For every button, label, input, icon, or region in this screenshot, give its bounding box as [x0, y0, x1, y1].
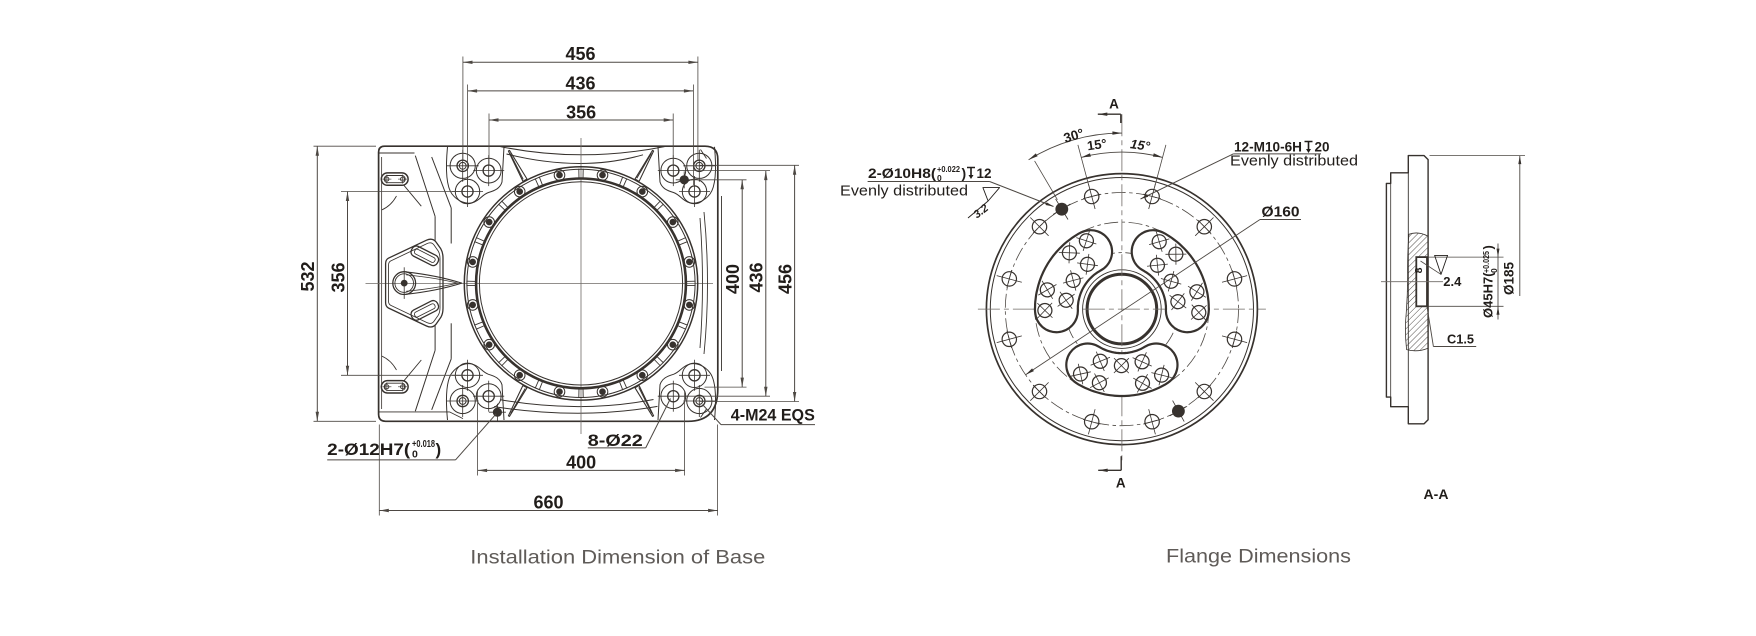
svg-text:4-M24 EQS: 4-M24 EQS [731, 407, 815, 425]
svg-text:436: 436 [565, 74, 595, 94]
svg-text:Ø160: Ø160 [1262, 204, 1300, 221]
svg-text:+0.022: +0.022 [937, 164, 960, 174]
svg-text:12-M10-6H: 12-M10-6H [1234, 139, 1302, 155]
svg-text:Evenly distributed: Evenly distributed [1230, 153, 1358, 170]
svg-text:2-Ø10H8(: 2-Ø10H8( [868, 165, 936, 181]
svg-text:Ø45H7(: Ø45H7( [1481, 272, 1496, 318]
svg-text:Installation Dimension of Base: Installation Dimension of Base [470, 547, 765, 569]
svg-text:30°: 30° [1062, 126, 1086, 146]
svg-text:A: A [1109, 97, 1119, 112]
svg-text:356: 356 [329, 262, 349, 292]
svg-text:Flange Dimensions: Flange Dimensions [1166, 546, 1351, 568]
svg-text:456: 456 [775, 264, 795, 294]
svg-text:15°: 15° [1086, 136, 1108, 154]
svg-text:C1.5: C1.5 [1447, 332, 1474, 347]
svg-text:Evenly distributed: Evenly distributed [840, 183, 968, 200]
svg-text:8-Ø22: 8-Ø22 [588, 431, 643, 450]
svg-text:8: 8 [1413, 267, 1425, 273]
svg-text:A-A: A-A [1424, 486, 1449, 502]
svg-text:2-Ø12H7(: 2-Ø12H7( [327, 440, 410, 459]
svg-text:532: 532 [298, 261, 318, 291]
svg-text:400: 400 [566, 452, 596, 472]
svg-text:0: 0 [1489, 268, 1499, 273]
svg-text:2.4: 2.4 [1443, 274, 1462, 289]
svg-text:): ) [962, 165, 967, 181]
svg-text:Ø185: Ø185 [1502, 261, 1517, 295]
svg-text:+0.018: +0.018 [412, 439, 435, 450]
svg-text:0: 0 [412, 449, 418, 461]
svg-text:12: 12 [977, 165, 992, 181]
svg-text:0: 0 [937, 173, 942, 183]
svg-text:): ) [1481, 245, 1496, 249]
svg-text:436: 436 [747, 262, 767, 292]
svg-text:456: 456 [565, 44, 595, 64]
svg-text:356: 356 [566, 103, 596, 123]
svg-text:660: 660 [533, 492, 563, 512]
svg-text:20: 20 [1315, 139, 1330, 155]
svg-text:15°: 15° [1129, 136, 1151, 154]
svg-text:A: A [1116, 476, 1126, 491]
svg-text:+0.025: +0.025 [1481, 251, 1491, 273]
svg-text:): ) [436, 440, 442, 459]
svg-text:400: 400 [723, 264, 743, 294]
